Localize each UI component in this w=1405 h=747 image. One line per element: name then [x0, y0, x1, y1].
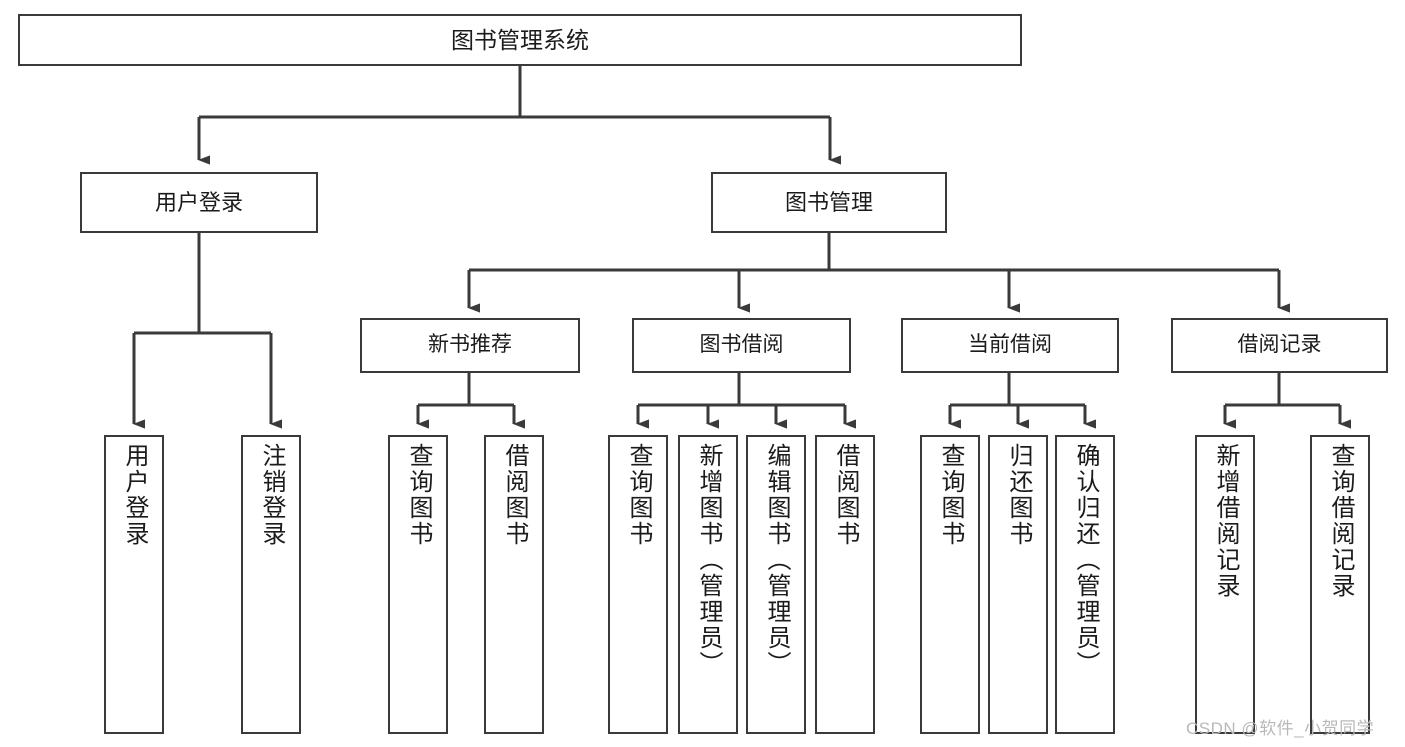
current-borrow-to-leaves-connectors: [948, 373, 1096, 429]
node-leaf-return-book[interactable]: 归还图书: [988, 435, 1048, 734]
node-label-leaf-query-book-1: 查询图书: [405, 443, 432, 547]
node-leaf-query-book-3[interactable]: 查询图书: [920, 435, 980, 734]
root-to-level1-connectors: [197, 66, 841, 165]
node-label-leaf-query-book-3: 查询图书: [937, 443, 964, 547]
node-label-leaf-return-book: 归还图书: [1005, 443, 1032, 547]
node-leaf-user-login[interactable]: 用户登录: [104, 435, 164, 734]
node-label-current-borrow: 当前借阅: [968, 333, 1052, 357]
node-leaf-add-book[interactable]: 新增图书（管理员）: [678, 435, 738, 734]
node-leaf-add-borrow-record[interactable]: 新增借阅记录: [1195, 435, 1255, 734]
node-label-user-login: 用户登录: [154, 189, 243, 215]
borrow-record-to-leaves-connectors: [1223, 373, 1351, 429]
node-leaf-borrow-book-1[interactable]: 借阅图书: [484, 435, 544, 734]
csdn-watermark: CSDN @软件_小贺同学: [1186, 719, 1375, 738]
user-login-to-leaves-connectors: [132, 233, 282, 429]
node-book-borrow[interactable]: 图书借阅: [632, 318, 851, 373]
book-manage-to-level2-connectors: [467, 233, 1290, 313]
node-borrow-record[interactable]: 借阅记录: [1171, 318, 1388, 373]
new-book-rec-to-leaves-connectors: [416, 373, 525, 429]
node-leaf-edit-book[interactable]: 编辑图书（管理员）: [746, 435, 806, 734]
node-label-leaf-borrow-book-1: 借阅图书: [501, 443, 528, 547]
node-label-leaf-query-borrow-record: 查询借阅记录: [1327, 443, 1354, 599]
node-book-manage[interactable]: 图书管理: [711, 172, 947, 233]
node-leaf-query-book-1[interactable]: 查询图书: [388, 435, 448, 734]
node-label-leaf-user-login: 用户登录: [121, 443, 148, 547]
node-label-leaf-query-book-2: 查询图书: [625, 443, 652, 547]
node-leaf-confirm-return[interactable]: 确认归还（管理员）: [1055, 435, 1115, 734]
node-label-book-manage: 图书管理: [784, 189, 873, 215]
node-label-leaf-add-book: 新增图书（管理员）: [695, 443, 722, 677]
node-leaf-query-book-2[interactable]: 查询图书: [608, 435, 668, 734]
node-new-book-recommend[interactable]: 新书推荐: [360, 318, 580, 373]
node-label-borrow-record: 借阅记录: [1237, 333, 1322, 357]
node-label-leaf-borrow-book-2: 借阅图书: [832, 443, 859, 547]
node-label-leaf-edit-book: 编辑图书（管理员）: [763, 443, 790, 677]
node-label-new-book-recommend: 新书推荐: [428, 333, 512, 357]
node-label-system-root: 图书管理系统: [451, 26, 589, 53]
node-label-book-borrow: 图书借阅: [699, 333, 784, 357]
node-current-borrow[interactable]: 当前借阅: [901, 318, 1119, 373]
node-user-login[interactable]: 用户登录: [80, 172, 318, 233]
node-label-leaf-user-logout: 注销登录: [258, 443, 285, 547]
node-leaf-user-logout[interactable]: 注销登录: [241, 435, 301, 734]
node-label-leaf-confirm-return: 确认归还（管理员）: [1072, 443, 1099, 677]
node-leaf-query-borrow-record[interactable]: 查询借阅记录: [1310, 435, 1370, 734]
node-system-root[interactable]: 图书管理系统: [18, 14, 1022, 66]
node-label-leaf-add-borrow-record: 新增借阅记录: [1212, 443, 1239, 599]
node-leaf-borrow-book-2[interactable]: 借阅图书: [815, 435, 875, 734]
book-borrow-to-leaves-connectors: [636, 373, 856, 429]
